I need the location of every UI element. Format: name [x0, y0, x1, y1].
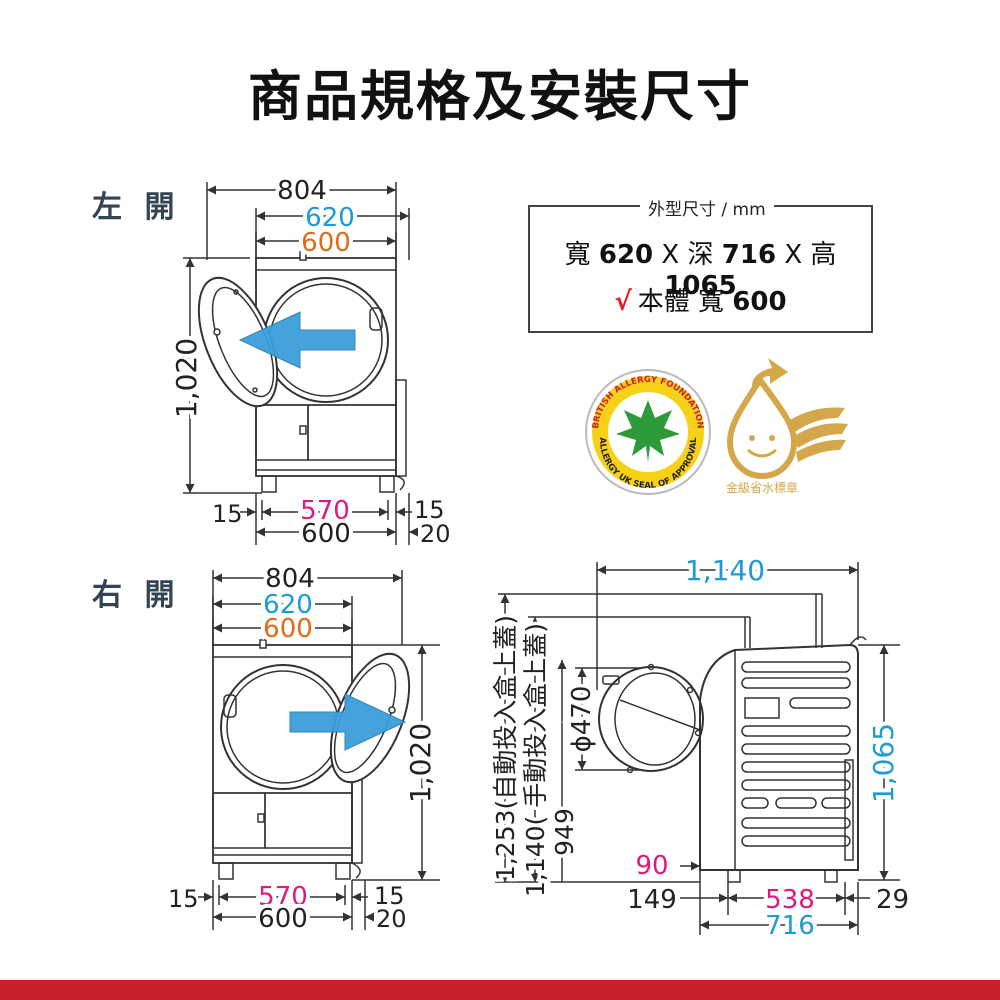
right-dim-height: 1,020	[404, 723, 437, 803]
left-dim-620: 620	[305, 203, 355, 233]
water-saving-badge: 金級省水標章	[726, 358, 848, 495]
right-dim-15-right: 15	[374, 882, 405, 910]
side-dim-1065: 1,065	[867, 723, 900, 803]
left-open-arrow-icon	[238, 311, 356, 369]
left-open-drawing	[183, 182, 418, 545]
side-dim-538: 538	[765, 885, 815, 915]
right-dim-620: 620	[263, 590, 313, 620]
side-dim-149: 149	[627, 885, 677, 915]
left-dim-20: 20	[420, 520, 451, 548]
spec-height-value: 1065	[664, 271, 737, 301]
side-dim-716: 716	[765, 911, 815, 941]
side-view-drawing	[495, 562, 900, 935]
spec-x1: X	[661, 240, 680, 270]
left-dim-600-bottom: 600	[301, 519, 351, 549]
side-dim-949: 949	[550, 808, 579, 856]
side-dim-door-diameter: ϕ470	[567, 686, 597, 753]
left-dim-804: 804	[277, 176, 327, 206]
bottom-bar	[0, 980, 1000, 1000]
water-drop-icon	[726, 374, 798, 480]
left-dim-570: 570	[300, 496, 350, 526]
side-dim-1140: 1,140	[685, 554, 765, 587]
right-dim-804: 804	[265, 564, 315, 594]
left-dim-height: 1,020	[170, 338, 203, 418]
right-open-arrow-icon	[289, 693, 407, 751]
spec-body-label: 本體 寬	[637, 287, 725, 317]
side-dim-90: 90	[635, 851, 668, 881]
spec-height-label: 高	[810, 240, 837, 270]
right-dim-600: 600	[263, 614, 313, 644]
right-dim-600-bottom: 600	[258, 904, 308, 934]
side-dim-29: 29	[876, 885, 909, 915]
left-dim-15-right: 15	[414, 496, 445, 524]
spec-width-value: 620	[598, 240, 654, 270]
right-dim-20: 20	[376, 905, 407, 933]
right-open-drawing	[198, 570, 440, 930]
left-open-label: 左 開	[92, 190, 181, 225]
allergy-uk-badge: BRITISH ALLERGY FOUNDATION ALLERGY UK SE…	[585, 369, 711, 495]
leaf-icon	[616, 400, 680, 462]
right-dim-15-left: 15	[168, 885, 199, 913]
spec-width-label: 寬	[564, 240, 591, 270]
left-dim-600: 600	[301, 228, 351, 258]
water-badge-label: 金級省水標章	[726, 480, 798, 495]
spec-dimensions: 寬 620 X 深 716 X 高 1065	[528, 234, 873, 301]
spec-x2: X	[784, 240, 803, 270]
right-dim-570: 570	[258, 882, 308, 912]
spec-caption: 外型尺寸 / mm	[640, 195, 774, 220]
check-icon: √	[614, 287, 632, 317]
right-open-label: 右 開	[92, 578, 181, 613]
left-dim-15-left: 15	[212, 500, 243, 528]
page-title: 商品規格及安裝尺寸	[248, 65, 752, 128]
spec-body-width: √本體 寬 600	[528, 281, 873, 318]
spec-box	[528, 205, 873, 333]
side-dim-1140-manual: 1,140( 手動投入盒上蓋)	[521, 623, 550, 897]
side-dim-1253-auto: 1,253(自動投入盒上蓋)	[491, 615, 520, 881]
spec-depth-value: 716	[721, 240, 777, 270]
spec-depth-label: 深	[687, 240, 714, 270]
spec-body-value: 600	[732, 287, 787, 317]
